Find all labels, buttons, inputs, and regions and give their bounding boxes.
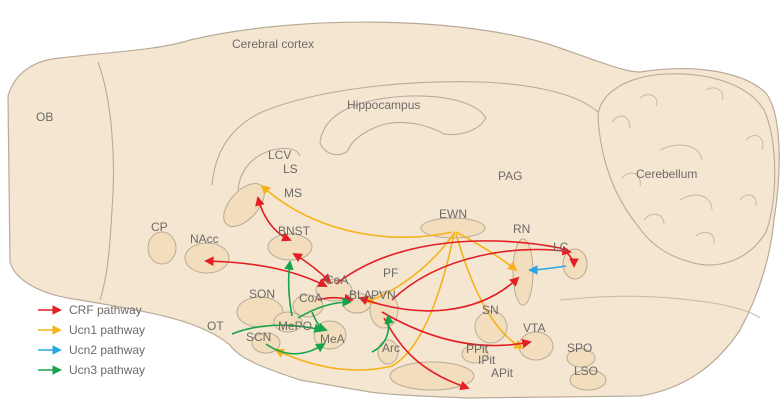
ucn2-pathways — [528, 265, 567, 275]
label-lcv: LCV — [268, 148, 291, 162]
cortex-boundary — [211, 81, 599, 186]
region-labels: Cerebral cortex Hippocampus Cerebellum O… — [36, 37, 697, 380]
label-lc: LC — [553, 240, 569, 254]
legend-label-crf: CRF pathway — [69, 303, 142, 317]
legend-label-ucn1: Ucn1 pathway — [69, 323, 145, 337]
crf-pvn-vta — [381, 311, 532, 349]
crf-pvn-apit — [383, 317, 470, 391]
crf-pathways — [204, 196, 579, 391]
ucn1-ewn-to-rn — [455, 231, 518, 272]
label-mea: MeA — [320, 332, 345, 346]
label-bla: BLA — [349, 288, 372, 302]
ucn3-coa-to-mea — [311, 311, 328, 333]
label-apit: APit — [491, 366, 514, 380]
crf-pvn-lc — [391, 246, 572, 301]
label-ls: LS — [283, 162, 298, 176]
label-ewn: EWN — [439, 207, 467, 221]
label-hippocampus: Hippocampus — [347, 98, 420, 112]
nucleus-mepo — [273, 311, 303, 333]
label-bnst: BNST — [278, 224, 311, 238]
nucleus-sn — [474, 310, 508, 344]
ucn3-mepo-to-bla — [297, 297, 352, 319]
brain-outline — [7, 21, 780, 399]
nucleus-cp — [147, 231, 177, 265]
nucleus-spo — [566, 348, 596, 368]
label-cea: CeA — [325, 273, 348, 287]
label-pf: PF — [383, 266, 398, 280]
label-ppit: PPit — [466, 342, 489, 356]
ucn3-mepo-to-bnst — [284, 260, 294, 317]
label-lso: LSO — [574, 364, 598, 378]
lateral-ventricle — [237, 147, 301, 191]
label-cp: CP — [151, 220, 168, 234]
crf-bla-rn — [358, 276, 520, 312]
nucleus-nacc — [184, 242, 230, 274]
label-cerebellum: Cerebellum — [636, 167, 697, 181]
label-ipit: IPit — [478, 353, 496, 367]
crf-cea-bnst — [292, 253, 332, 284]
nucleus-arc — [377, 339, 399, 365]
label-ob: OB — [36, 110, 53, 124]
label-cerebral-cortex: Cerebral cortex — [232, 37, 314, 51]
label-sn: SN — [482, 303, 499, 317]
nucleus-vta — [518, 331, 554, 361]
legend-label-ucn3: Ucn3 pathway — [69, 363, 145, 377]
label-mepo: MePO — [278, 319, 312, 333]
crf-bnst-ms — [255, 196, 292, 242]
label-pag: PAG — [498, 169, 522, 183]
ucn2-lc-to-rn — [528, 265, 567, 275]
crf-cea-lc — [335, 240, 579, 285]
label-scn: SCN — [246, 330, 271, 344]
cerebellum-shape — [597, 73, 776, 266]
label-son: SON — [249, 287, 275, 301]
ucn3-pathways — [231, 260, 394, 355]
label-nacc: NAcc — [190, 232, 219, 246]
legend-label-ucn2: Ucn2 pathway — [69, 343, 145, 357]
ucn3-ot-to-mea — [231, 323, 324, 335]
olfactory-bulb-boundary — [97, 61, 115, 301]
hippocampus-shape — [319, 95, 487, 156]
ucn3-arc-to-pvn — [371, 314, 394, 353]
label-arc: Arc — [382, 341, 400, 355]
label-vta: VTA — [523, 321, 545, 335]
label-ms: MS — [284, 186, 302, 200]
ucn3-scn-to-mea — [265, 342, 326, 355]
label-rn: RN — [513, 222, 530, 236]
pathway-legend: CRF pathway Ucn1 pathway Ucn2 pathway Uc… — [38, 303, 145, 377]
label-ot: OT — [207, 319, 224, 333]
label-pvn: PVN — [371, 288, 396, 302]
cerebellum-folia — [611, 87, 764, 245]
label-spo: SPO — [567, 341, 592, 355]
label-coa: CoA — [299, 291, 322, 305]
nucleus-lso — [569, 369, 607, 391]
brainstem-contour — [559, 295, 761, 319]
